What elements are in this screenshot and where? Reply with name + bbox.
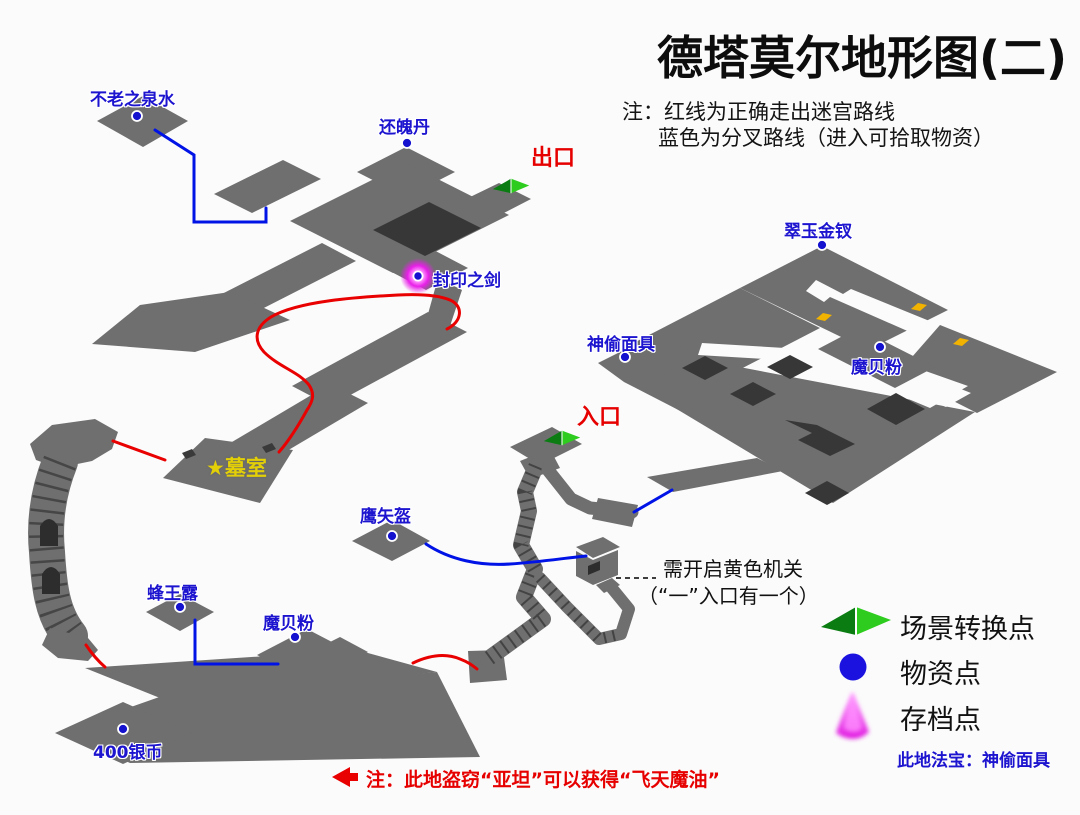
map-title: 德塔莫尔地形图(二) <box>656 31 1067 85</box>
legend-supply-icon <box>839 653 867 681</box>
treasure-note: 此地法宝：神偷面具 <box>897 751 1050 771</box>
poi-label-powder-north: 魔贝粉 <box>851 358 902 378</box>
exit-label: 出口 <box>531 146 576 171</box>
legend-transition-icon <box>820 606 892 636</box>
legend-label-supply: 物资点 <box>900 659 981 690</box>
platforms <box>55 96 638 764</box>
mechanism-note-line1: 需开启黄色机关 <box>663 557 803 581</box>
poi-label-sealed-sword: 封印之剑 <box>433 271 501 291</box>
branch-routes-blue <box>153 128 674 666</box>
map-note-line1: 注：红线为正确走出迷宫路线 <box>622 100 895 124</box>
gate-structure <box>576 537 620 593</box>
correct-routes-red <box>84 293 479 671</box>
poi-label-eagle-helm: 鹰矢盔 <box>360 507 411 527</box>
yellow-switches <box>816 303 969 346</box>
poi-label-royal-jelly: 蜂王露 <box>147 584 198 604</box>
poi-label-huanpodan: 还魄丹 <box>379 118 430 138</box>
supply-dots <box>117 110 886 735</box>
platform-spring <box>97 96 188 147</box>
poi-label-thief-mask: 神偷面具 <box>587 335 655 355</box>
poi-label-powder-south: 魔贝粉 <box>263 614 314 634</box>
legend-label-transition: 场景转换点 <box>900 614 1035 645</box>
tomb-star-icon: ★ <box>206 456 225 480</box>
entrance-label: 入口 <box>577 405 622 430</box>
map-note-line2: 蓝色为分叉路线（进入可拾取物资） <box>658 126 994 150</box>
poi-label-jade-hairpin: 翠玉金钗 <box>784 222 852 242</box>
poi-label-400-silver: 400银币 <box>93 743 163 763</box>
legend-save-icon <box>836 692 869 739</box>
footer-note: 注：此地盗窃“亚坦”可以获得“飞天魔油” <box>366 769 720 791</box>
poi-label-spring: 不老之泉水 <box>90 90 175 110</box>
cliff-trail <box>28 419 118 661</box>
legend-label-save: 存档点 <box>900 705 981 736</box>
footer-arrow-icon <box>332 767 358 787</box>
pit-central <box>373 202 481 256</box>
stair-maze <box>480 458 639 667</box>
tomb-label: ★墓室 <box>206 456 267 480</box>
maze-pits <box>682 355 925 505</box>
right-maze <box>598 246 1057 505</box>
mechanism-note-line2: （“一”入口有一个） <box>638 584 819 608</box>
